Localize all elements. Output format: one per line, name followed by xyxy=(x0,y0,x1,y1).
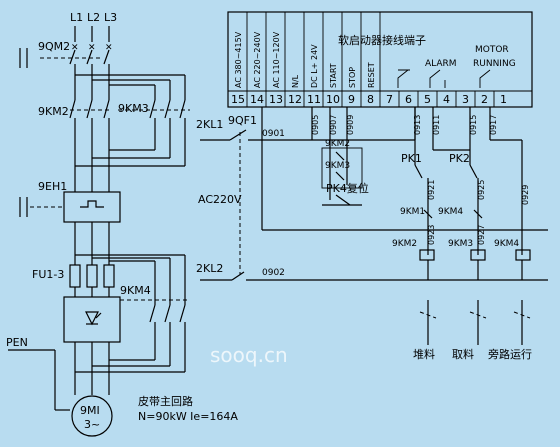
km4-coil xyxy=(515,249,531,261)
terminal-number-7: 7 xyxy=(386,93,393,106)
km4-interlock-label: 9KM4 xyxy=(438,207,463,217)
control-breaker-2-label: 2KL2 xyxy=(196,262,223,275)
circuit-caption-title: 皮带主回路 xyxy=(138,395,193,408)
svg-text:✕: ✕ xyxy=(71,43,79,53)
fuses-label: FU1-3 xyxy=(32,268,64,281)
wire-0907: 0907 xyxy=(329,115,338,135)
pen-label: PEN xyxy=(6,336,28,349)
wire-0921: 0921 xyxy=(427,180,436,200)
terminal-label-7: STOP xyxy=(348,67,357,88)
control-breaker-1-label: 2KL1 xyxy=(196,118,223,131)
km2-coil xyxy=(419,249,435,261)
terminal-number-2: 2 xyxy=(481,93,488,106)
pk4-reset-label: PK4复位 xyxy=(326,181,369,195)
wire-0901: 0901 xyxy=(262,129,285,139)
motor-phase: 3~ xyxy=(84,418,100,431)
terminal-label-2: AC 220~240V xyxy=(253,31,262,88)
wire-0915: 0915 xyxy=(469,115,478,135)
terminal-number-6: 6 xyxy=(405,93,412,106)
wire-0905: 0905 xyxy=(311,115,320,135)
terminal-number-10: 10 xyxy=(326,93,340,106)
pk1-label: PK1 xyxy=(401,152,422,165)
terminal-wires xyxy=(261,107,548,231)
terminal-number-9: 9 xyxy=(348,93,355,106)
km1-interlock-label: 9KM1 xyxy=(400,207,425,217)
terminal-label-1: AC 380~415V xyxy=(234,31,243,88)
wire-0923: 0923 xyxy=(427,225,436,245)
alarm-label: ALARM xyxy=(425,59,457,69)
function-contacts xyxy=(419,300,531,345)
terminal-number-13: 13 xyxy=(269,93,283,106)
wire-0927: 0927 xyxy=(477,225,486,245)
fuse-1 xyxy=(69,264,81,288)
terminal-number-14: 14 xyxy=(250,93,264,106)
fuse-2 xyxy=(86,264,98,288)
km4-bypass-wiring xyxy=(75,254,186,373)
thermal-relay-box xyxy=(63,191,121,223)
terminal-label-6: START xyxy=(329,63,338,88)
terminal-function-labels: AC 380~415V AC 220~240V AC 110~120V N/L DC L… xyxy=(234,31,376,88)
main-power-lines: ✕ ✕ ✕ xyxy=(69,26,113,100)
terminal-number-3: 3 xyxy=(462,93,469,106)
terminal-number-5: 5 xyxy=(424,93,431,106)
phase-label-l3: L3 xyxy=(104,11,117,24)
function-bypass: 旁路运行 xyxy=(488,347,532,361)
pk2-label: PK2 xyxy=(449,152,470,165)
terminal-label-3: AC 110~120V xyxy=(272,31,281,88)
km3-main-contacts xyxy=(75,99,186,167)
km3-main-label: 9KM3 xyxy=(118,102,149,115)
terminal-number-11: 11 xyxy=(307,93,321,106)
svg-text:✕: ✕ xyxy=(88,43,96,53)
terminal-number-15: 15 xyxy=(231,93,245,106)
km4-coil-label: 9KM4 xyxy=(494,239,519,249)
circuit-caption-specs: N=90kW Ie=164A xyxy=(138,410,238,423)
terminal-number-8: 8 xyxy=(367,93,374,106)
terminal-dividers xyxy=(246,12,495,107)
km2-main-label: 9KM2 xyxy=(38,105,69,118)
thermal-relay-label: 9EH1 xyxy=(38,180,67,193)
phase-label-l2: L2 xyxy=(87,11,100,24)
terminal-number-1: 1 xyxy=(500,93,507,106)
wire-0929: 0929 xyxy=(521,185,530,205)
function-reclaim: 取料 xyxy=(452,347,474,361)
wire-0925: 0925 xyxy=(477,180,486,200)
wire-0911: 0911 xyxy=(432,115,441,135)
motor-running-label-1: MOTOR xyxy=(475,45,509,55)
motor-feed-lines xyxy=(74,342,110,395)
wire-0902: 0902 xyxy=(262,268,285,278)
fuse-3 xyxy=(103,264,115,288)
wire-0917: 0917 xyxy=(489,115,498,135)
km2-coil-label: 9KM2 xyxy=(392,239,417,249)
motor-id: 9MI xyxy=(80,404,100,417)
terminal-label-8: RESET xyxy=(367,62,376,88)
fuse-switch-label: 9QF1 xyxy=(228,114,257,127)
km3-branch-wiring xyxy=(75,74,186,100)
km4-main-label: 9KM4 xyxy=(120,284,151,297)
terminal-label-4: N/L xyxy=(291,74,300,88)
motor-symbol xyxy=(71,395,113,437)
km2-main-contacts xyxy=(69,99,110,192)
terminal-number-4: 4 xyxy=(443,93,450,106)
km2-aux-label: 9KM2 xyxy=(325,139,350,149)
terminal-block-title: 软启动器接线端子 xyxy=(338,33,426,47)
wire-0913: 0913 xyxy=(413,115,422,135)
main-breaker-label: 9QM2 xyxy=(38,40,70,53)
wire-0909: 0909 xyxy=(346,115,355,135)
km3-coil-label: 9KM3 xyxy=(448,239,473,249)
svg-text:✕: ✕ xyxy=(105,43,113,53)
motor-running-label-2: RUNNING xyxy=(473,59,516,69)
relay-contact-wiring xyxy=(414,107,523,255)
soft-starter-block xyxy=(63,296,121,343)
function-stack: 堆料 xyxy=(413,347,435,361)
terminal-label-5: DC L+ 24V xyxy=(310,44,319,88)
supply-voltage-label: AC220V xyxy=(198,193,242,206)
km3-aux-label: 9KM3 xyxy=(325,161,350,171)
watermark: soоq.cn xyxy=(210,343,288,367)
terminal-number-12: 12 xyxy=(288,93,302,106)
phase-label-l1: L1 xyxy=(70,11,83,24)
